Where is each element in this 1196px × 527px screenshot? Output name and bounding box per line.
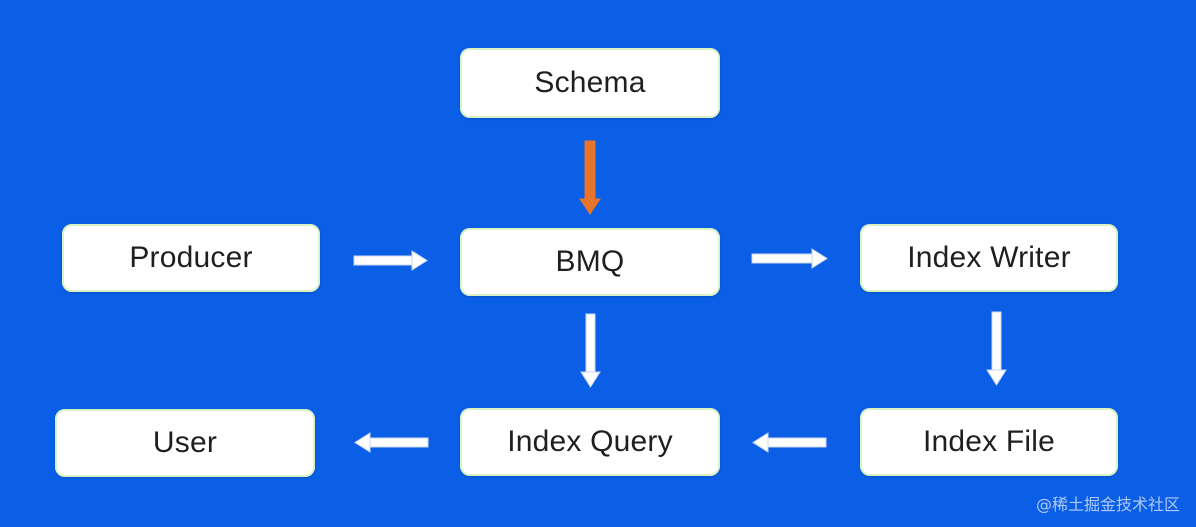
edge-bmq-to-index-writer bbox=[751, 248, 828, 269]
edge-schema-to-bmq bbox=[579, 140, 601, 215]
node-index-file: Index File bbox=[860, 408, 1118, 476]
node-producer: Producer bbox=[62, 224, 320, 292]
edge-index-file-to-index-query bbox=[752, 432, 827, 453]
edge-bmq-to-index-query bbox=[580, 313, 601, 388]
node-index-writer-label: Index Writer bbox=[907, 241, 1071, 274]
node-index-query-label: Index Query bbox=[507, 425, 673, 458]
node-index-file-label: Index File bbox=[922, 425, 1056, 458]
node-user: User bbox=[55, 409, 315, 477]
node-bmq-label: BMQ bbox=[555, 245, 625, 278]
node-user-label: User bbox=[152, 426, 218, 459]
edge-producer-to-bmq bbox=[353, 250, 428, 271]
node-producer-label: Producer bbox=[129, 241, 253, 274]
node-schema-label: Schema bbox=[534, 66, 646, 99]
watermark: @稀土掘金技术社区 bbox=[1035, 495, 1180, 514]
node-index-query: Index Query bbox=[460, 408, 720, 476]
node-bmq: BMQ bbox=[460, 228, 720, 296]
edge-index-writer-to-index-file bbox=[986, 311, 1007, 386]
edge-index-query-to-user bbox=[354, 432, 429, 453]
node-schema: Schema bbox=[460, 48, 720, 118]
node-index-writer: Index Writer bbox=[860, 224, 1118, 292]
